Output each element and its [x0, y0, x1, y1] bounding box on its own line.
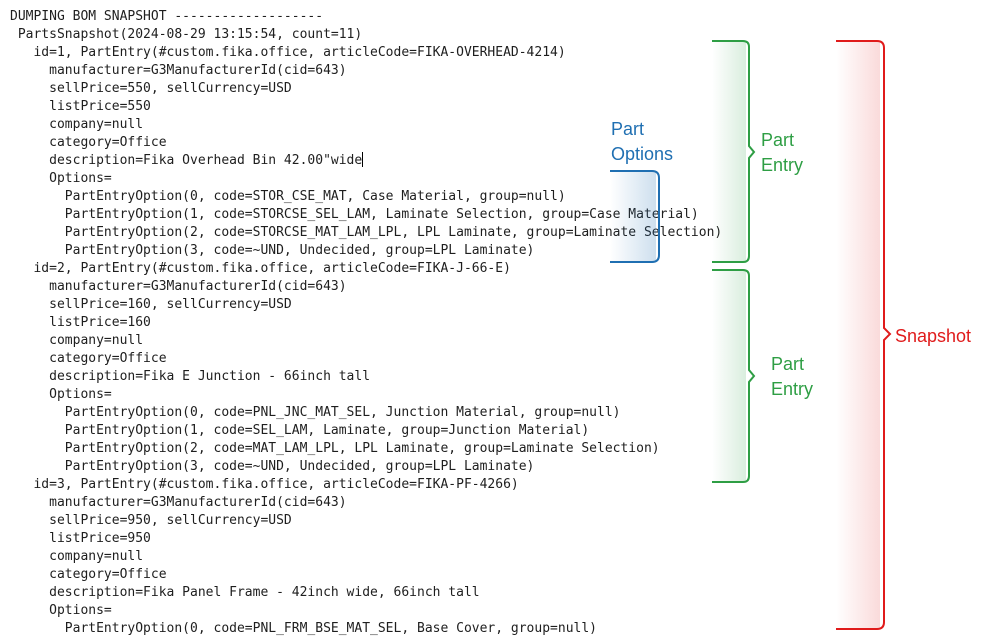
log-line: id=2, PartEntry(#custom.fika.office, art…	[10, 260, 722, 278]
log-line: listPrice=950	[10, 530, 722, 548]
log-line-text: PartEntryOption(0, code=STOR_CSE_MAT, Ca…	[10, 189, 566, 204]
part-entry-2-bracket	[712, 269, 756, 483]
log-line: category=Office	[10, 350, 722, 368]
log-line-text: Options=	[10, 387, 112, 402]
log-line: Options=	[10, 602, 722, 620]
log-line-text: PartEntryOption(2, code=STORCSE_MAT_LAM_…	[10, 225, 723, 240]
log-line: PartEntryOption(2, code=MAT_LAM_LPL, LPL…	[10, 440, 722, 458]
log-line-text: listPrice=160	[10, 315, 151, 330]
log-line: manufacturer=G3ManufacturerId(cid=643)	[10, 494, 722, 512]
log-line: PartEntryOption(0, code=PNL_JNC_MAT_SEL,…	[10, 404, 722, 422]
log-line: sellPrice=950, sellCurrency=USD	[10, 512, 722, 530]
log-line: category=Office	[10, 134, 722, 152]
log-line-text: sellPrice=160, sellCurrency=USD	[10, 297, 292, 312]
log-line: description=Fika Overhead Bin 42.00"wide	[10, 152, 722, 170]
log-line-text: category=Office	[10, 351, 167, 366]
log-line: company=null	[10, 116, 722, 134]
log-line: PartEntryOption(3, code=~UND, Undecided,…	[10, 458, 722, 476]
log-line: category=Office	[10, 566, 722, 584]
snapshot-shade	[836, 41, 880, 629]
log-line-text: listPrice=950	[10, 531, 151, 546]
log-line-text: DUMPING BOM SNAPSHOT -------------------	[10, 9, 324, 24]
log-line-text: description=Fika Panel Frame - 42inch wi…	[10, 585, 480, 600]
log-line-text: manufacturer=G3ManufacturerId(cid=643)	[10, 279, 347, 294]
log-line: description=Fika E Junction - 66inch tal…	[10, 368, 722, 386]
part-options-bracket	[610, 170, 660, 263]
part-entry-1-bracket	[712, 40, 756, 263]
log-line-text: id=2, PartEntry(#custom.fika.office, art…	[10, 261, 511, 276]
part-entry-1-shade	[712, 41, 746, 263]
log-line: PartEntryOption(2, code=STORCSE_MAT_LAM_…	[10, 224, 722, 242]
log-line: sellPrice=160, sellCurrency=USD	[10, 296, 722, 314]
part-options-label: Part Options	[611, 119, 674, 164]
part-entry-2-shade	[712, 270, 746, 482]
log-line: PartEntryOption(0, code=STOR_CSE_MAT, Ca…	[10, 188, 722, 206]
log-line-text: id=3, PartEntry(#custom.fika.office, art…	[10, 477, 519, 492]
log-line: Options=	[10, 170, 722, 188]
log-line-text: description=Fika Overhead Bin 42.00"wide	[10, 153, 363, 168]
log-line-text: Options=	[10, 171, 112, 186]
log-line-text: PartEntryOption(1, code=SEL_LAM, Laminat…	[10, 423, 590, 438]
log-output[interactable]: DUMPING BOM SNAPSHOT -------------------…	[10, 8, 722, 638]
log-line-text: id=1, PartEntry(#custom.fika.office, art…	[10, 45, 566, 60]
log-line: PartEntryOption(3, code=~UND, Undecided,…	[10, 242, 722, 260]
log-line-text: company=null	[10, 333, 144, 348]
log-line: manufacturer=G3ManufacturerId(cid=643)	[10, 62, 722, 80]
log-line: PartEntryOption(1, code=STORCSE_SEL_LAM,…	[10, 206, 722, 224]
log-line-text: PartsSnapshot(2024-08-29 13:15:54, count…	[10, 27, 363, 42]
snapshot-label: Snapshot	[895, 326, 972, 346]
log-line-text: PartEntryOption(3, code=~UND, Undecided,…	[10, 243, 535, 258]
log-line-text: category=Office	[10, 567, 167, 582]
log-line-text: PartEntryOption(3, code=~UND, Undecided,…	[10, 459, 535, 474]
log-line: PartsSnapshot(2024-08-29 13:15:54, count…	[10, 26, 722, 44]
log-line-text: manufacturer=G3ManufacturerId(cid=643)	[10, 63, 347, 78]
log-line-text: manufacturer=G3ManufacturerId(cid=643)	[10, 495, 347, 510]
log-line-text: PartEntryOption(2, code=MAT_LAM_LPL, LPL…	[10, 441, 660, 456]
log-line: id=1, PartEntry(#custom.fika.office, art…	[10, 44, 722, 62]
log-line: company=null	[10, 548, 722, 566]
log-line: listPrice=160	[10, 314, 722, 332]
log-line: company=null	[10, 332, 722, 350]
log-line-text: PartEntryOption(0, code=PNL_FRM_BSE_MAT_…	[10, 621, 597, 636]
log-line-text: listPrice=550	[10, 99, 151, 114]
log-line-text: company=null	[10, 117, 144, 132]
log-line: description=Fika Panel Frame - 42inch wi…	[10, 584, 722, 602]
part-entry-label-2: Part Entry	[771, 354, 814, 399]
part-entry-label-1: Part Entry	[761, 130, 804, 175]
log-line-text: description=Fika E Junction - 66inch tal…	[10, 369, 371, 384]
log-line: DUMPING BOM SNAPSHOT -------------------	[10, 8, 722, 26]
snapshot-bracket	[836, 40, 892, 630]
log-line-text: company=null	[10, 549, 144, 564]
log-line-text: PartEntryOption(1, code=STORCSE_SEL_LAM,…	[10, 207, 699, 222]
log-line-text: sellPrice=950, sellCurrency=USD	[10, 513, 292, 528]
log-line: sellPrice=550, sellCurrency=USD	[10, 80, 722, 98]
part-options-shade	[610, 171, 656, 262]
log-line: Options=	[10, 386, 722, 404]
log-line: id=3, PartEntry(#custom.fika.office, art…	[10, 476, 722, 494]
log-line: listPrice=550	[10, 98, 722, 116]
log-line-text: PartEntryOption(0, code=PNL_JNC_MAT_SEL,…	[10, 405, 621, 420]
log-line: PartEntryOption(0, code=PNL_FRM_BSE_MAT_…	[10, 620, 722, 638]
log-line-text: sellPrice=550, sellCurrency=USD	[10, 81, 292, 96]
log-line: manufacturer=G3ManufacturerId(cid=643)	[10, 278, 722, 296]
log-line-text: Options=	[10, 603, 112, 618]
log-line-text: category=Office	[10, 135, 167, 150]
log-line: PartEntryOption(1, code=SEL_LAM, Laminat…	[10, 422, 722, 440]
text-cursor	[362, 152, 364, 167]
